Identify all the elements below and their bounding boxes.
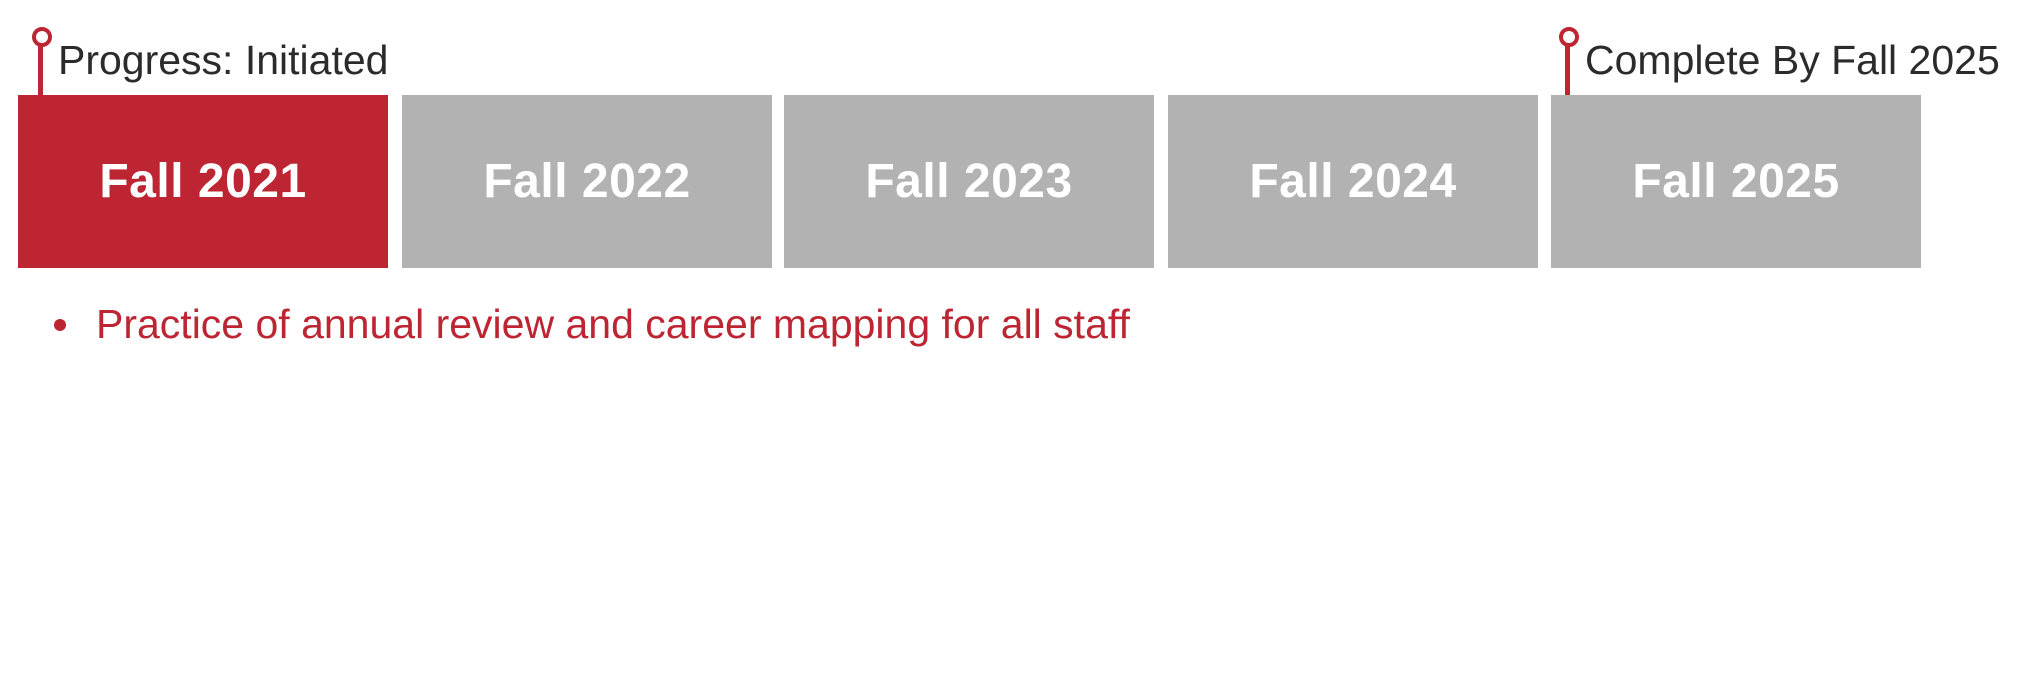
bullet-icon [54,318,66,331]
progress-marker: Progress: Initiated [30,27,388,96]
completion-label: Complete By Fall 2025 [1585,37,2000,83]
timeline-segment-fall-2023: Fall 2023 [784,95,1154,268]
note-text: Practice of annual review and career map… [96,301,1130,347]
timeline-segment-fall-2025: Fall 2025 [1551,95,1921,268]
pin-icon [1557,27,1579,96]
timeline-segment-fall-2024: Fall 2024 [1168,95,1538,268]
progress-label: Progress: Initiated [58,37,389,83]
list-item: Practice of annual review and career map… [54,300,1130,349]
timeline-segment-fall-2021: Fall 2021 [18,95,388,268]
notes-list: Practice of annual review and career map… [54,300,1130,349]
completion-marker: Complete By Fall 2025 [1557,27,2000,96]
timeline-bar: Fall 2021 Fall 2022 Fall 2023 Fall 2024 … [18,95,1930,270]
timeline-segment-fall-2022: Fall 2022 [402,95,772,268]
pin-icon [30,27,52,96]
